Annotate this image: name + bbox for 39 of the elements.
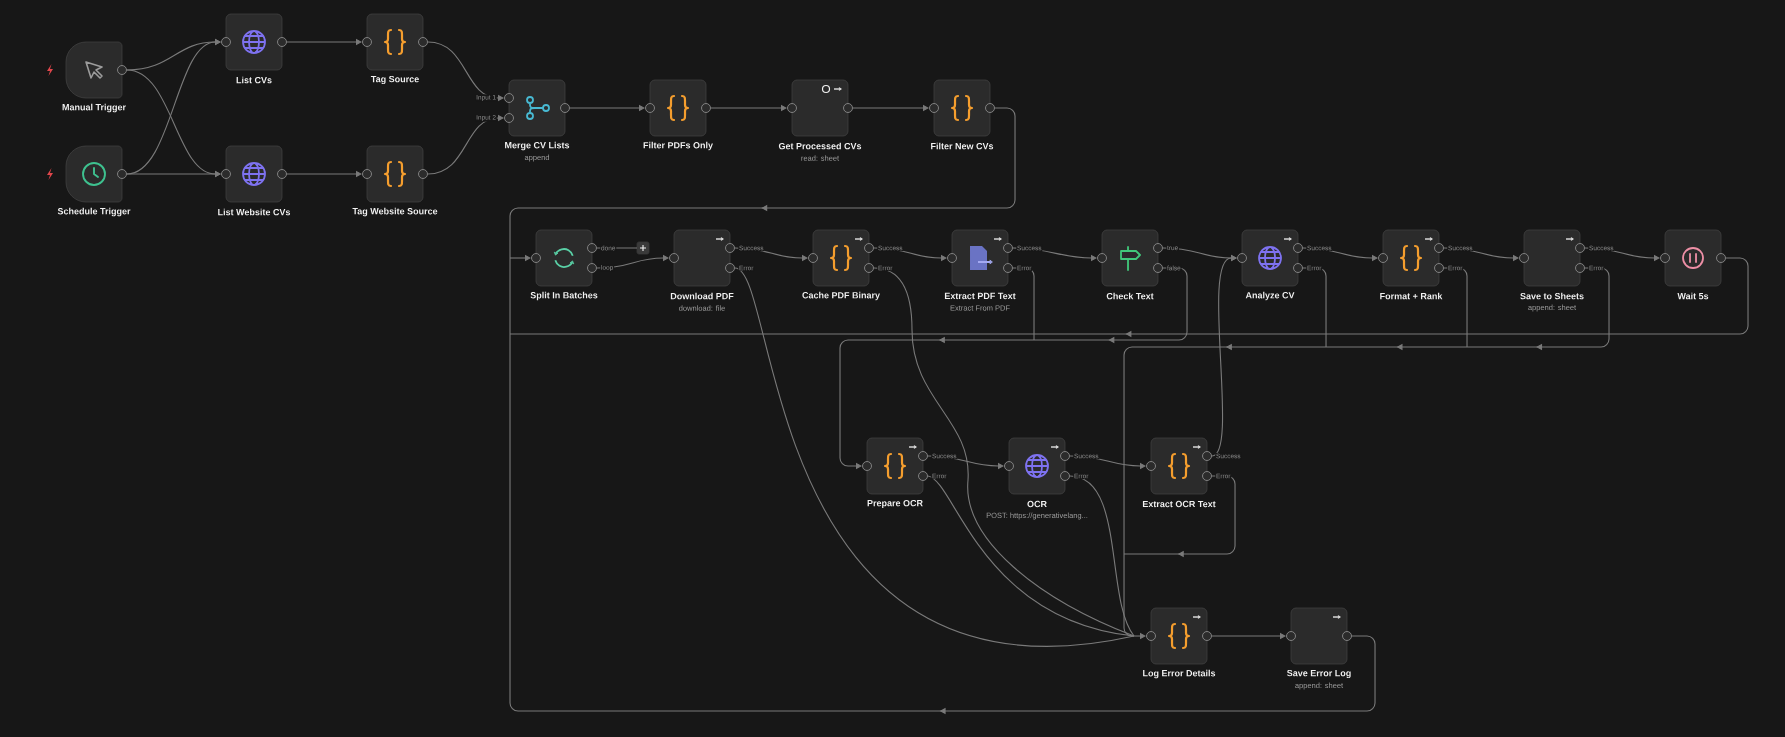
node-label: Manual Trigger	[62, 103, 126, 113]
connector	[509, 333, 1376, 715]
connector	[1211, 254, 1237, 457]
node-label: Filter New CVs	[931, 142, 994, 150]
node-label: Cache PDF Binary	[802, 291, 880, 301]
connector	[427, 114, 504, 175]
connector	[1466, 267, 1610, 351]
node-label: Format + Rank	[1380, 292, 1443, 300]
node-label: Wait 5s	[1677, 292, 1709, 300]
node-label: Tag Source	[370, 75, 419, 85]
node-label: Analyze CV	[1245, 291, 1295, 301]
node-label: Check Text	[1106, 292, 1154, 300]
node-label: Prepare OCR	[867, 499, 923, 509]
connector	[1033, 267, 1188, 344]
node-label: Split In Batches	[530, 291, 598, 301]
add-button	[636, 241, 650, 255]
node-label: List Website CVs	[218, 208, 291, 216]
connector	[1012, 267, 1035, 341]
node-label: Get Processed CVs	[778, 142, 862, 150]
node-label: Extract OCR Text	[1142, 500, 1216, 508]
node-label: Schedule Trigger	[57, 207, 131, 217]
node-label: OCR	[1027, 500, 1047, 508]
connector	[596, 254, 669, 269]
connector	[1123, 475, 1236, 558]
node-label: Tag Website Source	[352, 207, 438, 217]
connector	[1443, 267, 1468, 348]
node-label: List CVs	[236, 76, 272, 84]
connector	[1302, 267, 1327, 348]
connector	[596, 247, 638, 249]
node-label: Save to Sheets	[1520, 292, 1584, 300]
node-label: Filter PDFs Only	[643, 141, 713, 151]
node-label: Log Error Details	[1143, 669, 1216, 679]
node-label: Download PDF	[670, 292, 734, 300]
node-label: Merge CV Lists	[505, 141, 570, 151]
connector	[1069, 475, 1135, 637]
connector	[734, 267, 1135, 647]
node-label: Save Error Log	[1287, 669, 1351, 679]
connector	[873, 267, 1135, 637]
node-label: Extract PDF Text	[944, 292, 1016, 300]
